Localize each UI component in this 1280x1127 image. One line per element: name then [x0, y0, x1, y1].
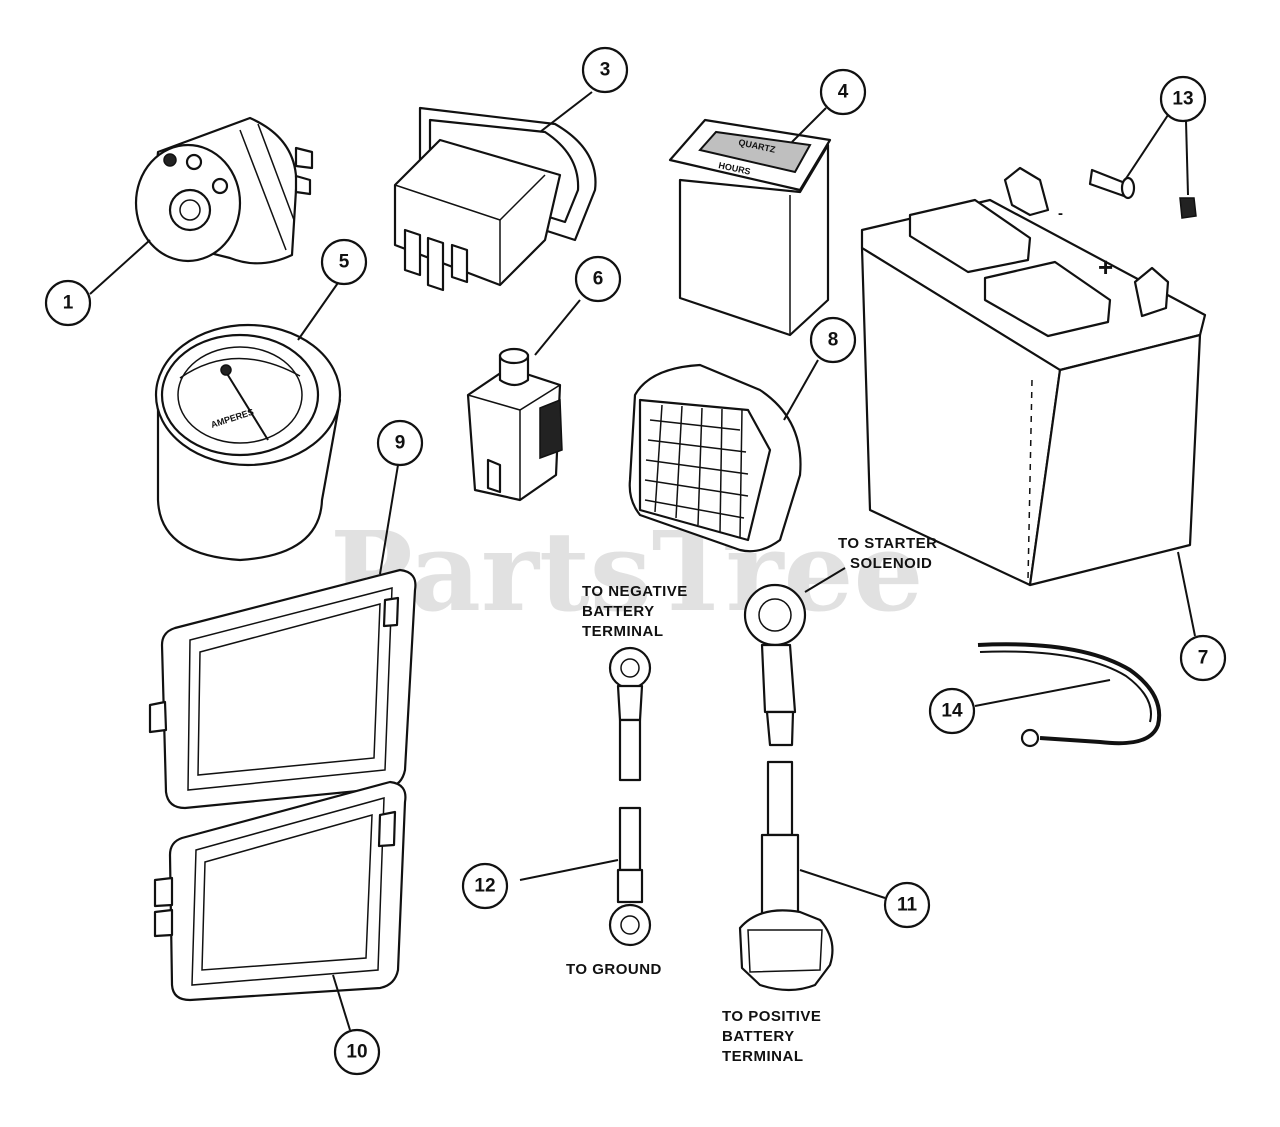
svg-text:10: 10: [346, 1042, 367, 1063]
plunger-switch-part: [466, 347, 563, 502]
label-to-starter: TO STARTER: [838, 535, 937, 552]
ground-cable-part: [608, 646, 652, 947]
battery-part: - +: [860, 166, 1207, 587]
svg-text:12: 12: [474, 876, 495, 897]
callout-10: 10: [333, 1028, 381, 1076]
label-to-negative: TO NEGATIVE: [582, 583, 688, 600]
battery-minus-mark: -: [1058, 205, 1064, 222]
svg-text:8: 8: [828, 330, 839, 351]
callout-13: 13: [1159, 75, 1207, 123]
ammeter-gauge-part: AMPERES: [154, 323, 342, 562]
callout-12: 12: [461, 862, 509, 910]
svg-text:13: 13: [1172, 89, 1193, 110]
label-terminal-pos: TERMINAL: [722, 1048, 804, 1065]
leader-lines: [89, 91, 1196, 1031]
callout-14: 14: [928, 687, 976, 735]
svg-text:4: 4: [838, 82, 849, 103]
label-terminal-neg: TERMINAL: [582, 623, 664, 640]
callout-9: 9: [376, 419, 424, 467]
label-battery-pos: BATTERY: [722, 1028, 795, 1045]
callout-7: 7: [1179, 634, 1227, 682]
svg-text:7: 7: [1198, 648, 1209, 669]
label-battery-neg: BATTERY: [582, 603, 655, 620]
positive-cable-part: [738, 583, 834, 992]
callout-6: 6: [574, 255, 622, 303]
callout-8: 8: [809, 316, 857, 364]
label-solenoid: SOLENOID: [850, 555, 932, 572]
svg-text:3: 3: [600, 60, 611, 81]
svg-text:1: 1: [63, 293, 74, 314]
callout-11: 11: [883, 881, 931, 929]
cable-tie-part: [977, 642, 1162, 748]
callout-1: 1: [44, 279, 92, 327]
rocker-switch-part: [393, 106, 597, 292]
callout-5: 5: [320, 238, 368, 286]
label-to-ground: TO GROUND: [566, 961, 662, 978]
ignition-switch-part: [134, 116, 314, 265]
battery-plus-mark: +: [1098, 252, 1114, 282]
callout-3: 3: [581, 46, 629, 94]
svg-text:9: 9: [395, 433, 406, 454]
watermark: PartsTree: [330, 507, 924, 636]
callout-4: 4: [819, 68, 867, 116]
terminal-hardware-part: [1088, 168, 1197, 219]
connector-block-part: [628, 363, 802, 553]
bezel-upper-part: [148, 568, 417, 810]
svg-text:14: 14: [941, 701, 963, 722]
svg-text:6: 6: [593, 269, 604, 290]
svg-text:5: 5: [339, 252, 350, 273]
hour-meter-part: QUARTZ HOURS: [668, 118, 832, 337]
label-to-positive: TO POSITIVE: [722, 1008, 821, 1025]
svg-text:11: 11: [897, 895, 918, 916]
bezel-lower-part: [153, 780, 407, 1002]
